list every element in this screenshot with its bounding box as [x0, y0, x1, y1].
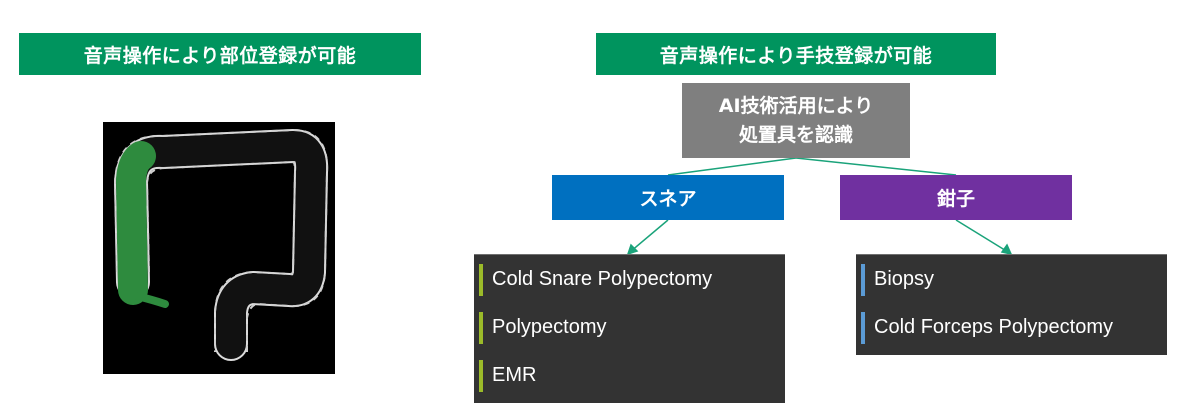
list-item[interactable]: Biopsy	[856, 255, 1167, 303]
connector-forceps-to-list	[955, 219, 1009, 253]
list-item-label: Polypectomy	[492, 315, 607, 338]
colon-illustration	[113, 128, 329, 361]
colon-diagram	[103, 122, 335, 374]
list-item-label: EMR	[492, 363, 537, 386]
haustra-texture	[113, 128, 329, 352]
list-item-label: Biopsy	[874, 267, 935, 290]
list-item-marker	[479, 360, 483, 392]
list-item-marker	[861, 264, 865, 296]
ai-box-line2: 処置具を認識	[738, 123, 853, 146]
connector-snare-to-list	[629, 219, 669, 253]
ai-box-line1: AI技術活用により	[718, 94, 874, 117]
procedure-registration-header: 音声操作により手技登録が可能	[596, 33, 996, 75]
forceps-category: 鉗子	[840, 175, 1072, 220]
forceps-procedure-list: Biopsy Cold Forceps Polypectomy	[856, 254, 1167, 355]
ai-recognition-box: AI技術活用により 処置具を認識	[682, 83, 910, 158]
arrow-head-snare	[626, 243, 639, 256]
list-item-marker	[861, 312, 865, 344]
list-item[interactable]: Cold Forceps Polypectomy	[856, 303, 1167, 351]
arrow-head-forceps	[1000, 243, 1013, 256]
list-item-marker	[479, 312, 483, 344]
list-item[interactable]: Cold Snare Polypectomy	[474, 255, 785, 303]
snare-category: スネア	[552, 175, 784, 220]
list-item[interactable]: EMR	[474, 351, 785, 399]
list-item-label: Cold Snare Polypectomy	[492, 267, 713, 290]
ascending-colon-highlight	[115, 141, 169, 308]
site-registration-header: 音声操作により部位登録が可能	[19, 33, 421, 75]
connector-ai-to-forceps	[795, 157, 957, 176]
list-item-marker	[479, 264, 483, 296]
snare-procedure-list: Cold Snare Polypectomy Polypectomy EMR	[474, 254, 785, 403]
connector-ai-to-snare	[667, 157, 797, 176]
list-item[interactable]: Polypectomy	[474, 303, 785, 351]
list-item-label: Cold Forceps Polypectomy	[874, 315, 1113, 338]
